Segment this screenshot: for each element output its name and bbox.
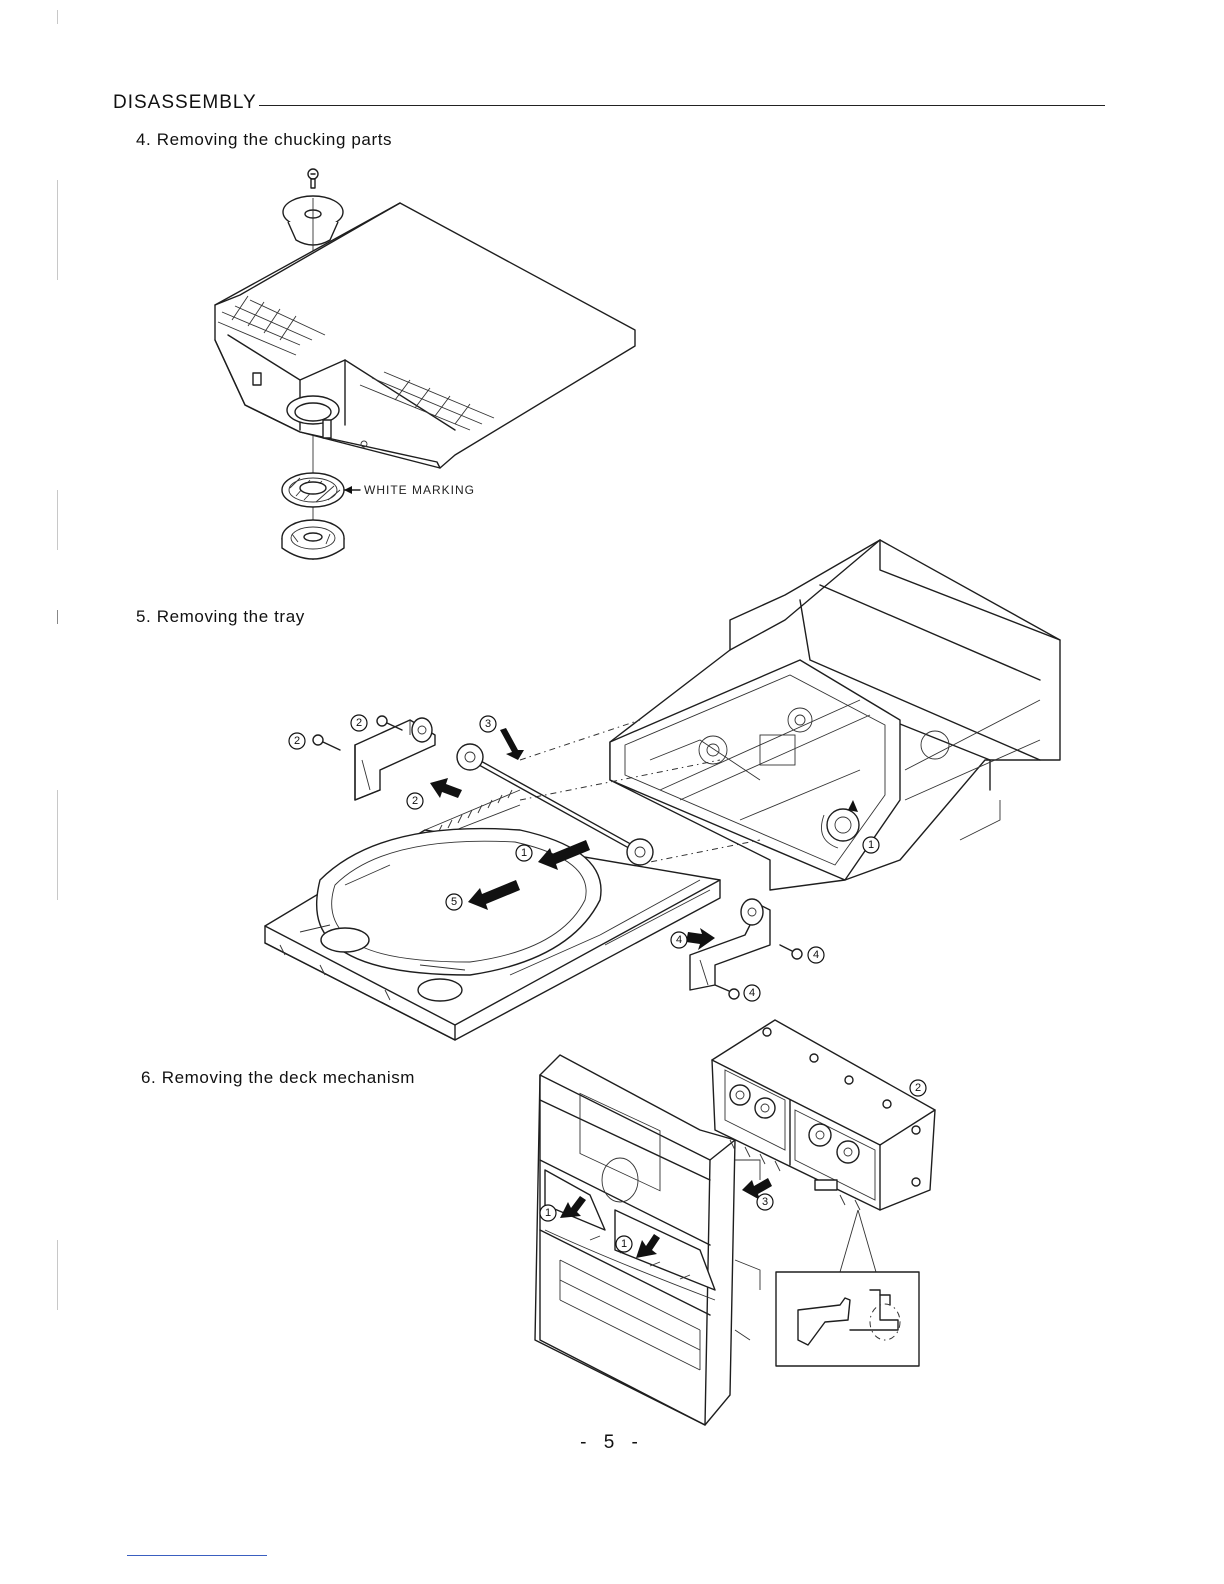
- svg-text:1: 1: [621, 1238, 627, 1250]
- deck-mechanism-part: [712, 1020, 935, 1210]
- footer-rule: [127, 1555, 267, 1556]
- screw-icon: [912, 1178, 920, 1186]
- screw-icon: [912, 1126, 920, 1134]
- svg-text:3: 3: [762, 1196, 768, 1208]
- page-number: - 5 -: [0, 1432, 1224, 1454]
- callout-badge: 3: [757, 1194, 773, 1210]
- svg-text:1: 1: [545, 1207, 551, 1219]
- callout-badge: 1: [540, 1205, 556, 1221]
- svg-text:2: 2: [915, 1082, 921, 1094]
- screw-icon: [810, 1054, 818, 1062]
- screw-icon: [763, 1028, 771, 1036]
- callout-badge: 2: [910, 1080, 926, 1096]
- screw-icon: [845, 1076, 853, 1084]
- callout-badge: 1: [616, 1236, 632, 1252]
- detail-inset: [776, 1210, 919, 1366]
- screw-icon: [883, 1100, 891, 1108]
